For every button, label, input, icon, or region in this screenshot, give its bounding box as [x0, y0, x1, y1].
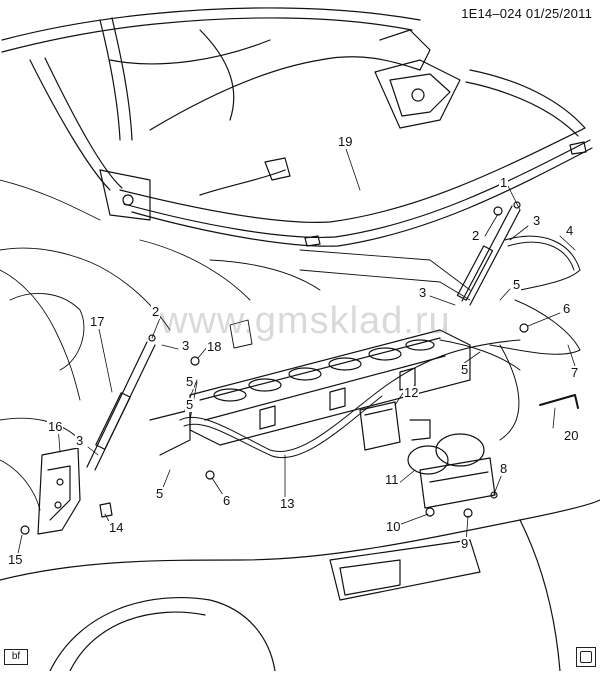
diagram-code-date: 1E14–024 01/25/2011 — [461, 6, 592, 21]
callout-15: 15 — [7, 552, 24, 567]
callout-1: 1 — [499, 175, 509, 190]
watermark: www.gmsklad.ru — [160, 300, 451, 342]
vehicle-body — [0, 179, 471, 511]
corner-tag: bf — [4, 649, 28, 665]
callout-14: 14 — [108, 520, 125, 535]
callout-7: 7 — [570, 365, 580, 380]
hinge-bracket — [37, 447, 81, 535]
callout-2: 2 — [471, 228, 481, 243]
callout-3: 3 — [181, 338, 191, 353]
callout-6: 6 — [562, 301, 572, 316]
callout-17: 17 — [89, 314, 106, 329]
callout-16: 16 — [47, 419, 64, 434]
callout-3: 3 — [532, 213, 542, 228]
callout-2: 2 — [151, 304, 161, 319]
callout-5: 5 — [185, 374, 195, 389]
callout-4: 4 — [565, 223, 575, 238]
publisher-logo-icon — [576, 647, 596, 667]
callout-5: 5 — [512, 277, 522, 292]
callout-6: 6 — [222, 493, 232, 508]
callout-8: 8 — [499, 461, 509, 476]
callout-5: 5 — [460, 362, 470, 377]
callout-20: 20 — [563, 428, 580, 443]
top-frame — [1, 7, 593, 247]
pump-motor-assembly — [359, 401, 498, 518]
callout-13: 13 — [279, 496, 296, 511]
lift-strut-left — [86, 341, 156, 471]
quarter-panel — [0, 499, 600, 672]
callout-5: 5 — [185, 397, 195, 412]
callout-11: 11 — [384, 472, 400, 487]
rear-deck-panel — [149, 329, 471, 456]
callout-3: 3 — [418, 285, 428, 300]
callout-18: 18 — [206, 339, 223, 354]
callout-12: 12 — [403, 385, 420, 400]
hydraulic-lines — [179, 235, 581, 459]
callout-5: 5 — [155, 486, 165, 501]
callout-9: 9 — [460, 536, 470, 551]
fasteners — [20, 206, 579, 535]
callout-3: 3 — [75, 433, 85, 448]
callout-19: 19 — [337, 134, 354, 149]
callout-10: 10 — [385, 519, 402, 534]
lift-strut-right — [456, 201, 521, 306]
